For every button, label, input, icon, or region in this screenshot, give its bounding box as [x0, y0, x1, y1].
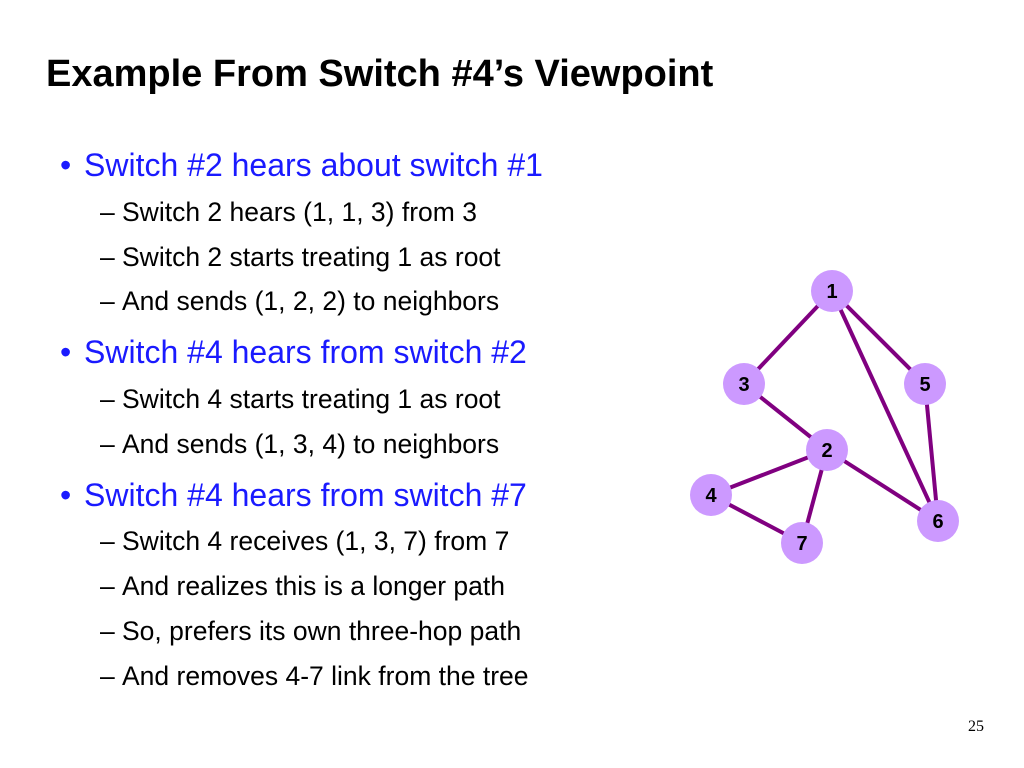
bullet-dot-icon: •: [60, 334, 72, 371]
bullet-item: • Switch #4 hears from switch #2: [60, 334, 700, 371]
dash-icon: –: [100, 428, 115, 459]
sub-bullet-item: –And sends (1, 2, 2) to neighbors: [100, 286, 700, 318]
page-number: 25: [968, 718, 984, 735]
sub-bullet-text: And realizes this is a longer path: [122, 571, 505, 602]
graph-node-label: 1: [826, 281, 837, 303]
graph-node-4: [690, 474, 732, 516]
sub-bullet-text: And removes 4-7 link from the tree: [122, 660, 529, 691]
dash-icon: –: [100, 286, 115, 317]
sub-bullet-text: And sends (1, 3, 4) to neighbors: [122, 428, 500, 459]
sub-bullet-text: Switch 2 starts treating 1 as root: [122, 241, 501, 272]
graph-node-5: [904, 363, 946, 405]
bullet-item: • Switch #2 hears about switch #1: [60, 147, 700, 184]
sub-bullet-item: –So, prefers its own three-hop path: [100, 616, 700, 648]
bullet-text: Switch #4 hears from switch #2: [84, 334, 527, 371]
dash-icon: –: [100, 383, 115, 414]
graph-node-label: 5: [919, 374, 930, 396]
sub-bullet-item: –Switch 4 receives (1, 3, 7) from 7: [100, 526, 700, 558]
graph-node-label: 6: [932, 511, 943, 533]
sub-bullet-item: –And removes 4-7 link from the tree: [100, 661, 700, 693]
sub-bullet-item: –Switch 2 hears (1, 1, 3) from 3: [100, 197, 700, 229]
graph-node-3: [723, 363, 765, 405]
bullet-dot-icon: •: [60, 476, 72, 513]
graph-node-2: [806, 429, 848, 471]
graph-node-label: 2: [821, 440, 832, 462]
sub-bullet-item: –And realizes this is a longer path: [100, 571, 700, 603]
dash-icon: –: [100, 571, 115, 602]
bullet-list: •Switch #2 hears about switch #1 –Switch…: [60, 147, 700, 693]
graph-node-label: 4: [705, 485, 717, 507]
graph-edge-5-6: [923, 383, 940, 522]
graph-nodes: 1 2 3 4 5 6 7: [690, 270, 959, 564]
sub-bullet-item: –Switch 4 starts treating 1 as root: [100, 384, 700, 416]
dash-icon: –: [100, 241, 115, 272]
sub-bullet-text: And sends (1, 2, 2) to neighbors: [122, 286, 500, 317]
sub-bullet-text: Switch 2 hears (1, 1, 3) from 3: [122, 196, 477, 227]
graph-node-label: 3: [738, 374, 749, 396]
dash-icon: –: [100, 660, 115, 691]
bullet-text: Switch #4 hears from switch #7: [84, 476, 527, 513]
graph-node-label: 7: [796, 533, 807, 555]
dash-icon: –: [100, 196, 115, 227]
dash-icon: –: [100, 615, 115, 646]
graph-edge-1-6: [830, 290, 940, 522]
bullet-item: • Switch #4 hears from switch #7: [60, 477, 700, 514]
graph-edge-2-6: [825, 448, 940, 523]
graph-edge-1-5: [830, 289, 927, 386]
sub-bullet-item: –Switch 2 starts treating 1 as root: [100, 242, 700, 274]
bullet-text: Switch #2 hears about switch #1: [84, 147, 543, 183]
sub-bullet-text: Switch 4 receives (1, 3, 7) from 7: [122, 526, 510, 557]
graph-edges: [710, 289, 940, 545]
sub-bullet-item: –And sends (1, 3, 4) to neighbors: [100, 429, 700, 461]
graph-node-7: [781, 522, 823, 564]
sub-bullet-text: Switch 4 starts treating 1 as root: [122, 383, 501, 414]
bullet-dot-icon: •: [60, 147, 72, 183]
dash-icon: –: [100, 526, 115, 557]
sub-bullet-text: So, prefers its own three-hop path: [122, 615, 522, 646]
graph-node-6: [917, 500, 959, 542]
graph-edge-1-3: [742, 289, 834, 386]
graph-node-1: [811, 270, 853, 312]
slide-title: Example From Switch #4’s Viewpoint: [46, 53, 714, 95]
